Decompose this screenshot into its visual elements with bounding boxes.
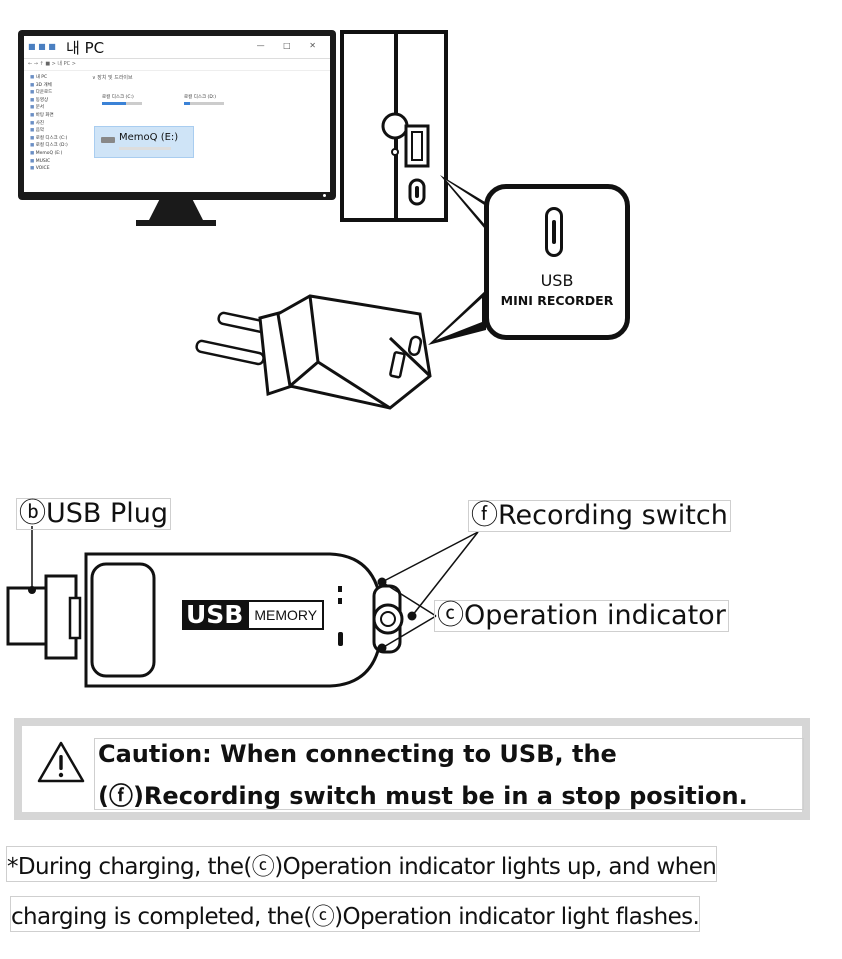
drive-c: 로컬 디스크 (C:) (102, 94, 142, 105)
wall-charger (195, 294, 432, 410)
callout-pointers (428, 175, 490, 345)
usb-mini-recorder-callout: USB MINI RECORDER (484, 184, 630, 340)
sidebar-item: 로컬 디스크 (C:) (30, 135, 88, 143)
sidebar-item: 바탕 화면 (30, 112, 88, 120)
leader-lines (31, 526, 479, 649)
memoq-drive: MemoQ (E:) (94, 126, 194, 158)
sidebar-item: 사진 (30, 120, 88, 128)
usb-memory-badge: USB MEMORY (182, 600, 325, 630)
drive-icon (101, 137, 115, 143)
warning-triangle-icon (37, 741, 85, 783)
badge-usb-text: USB (182, 600, 248, 630)
sidebar-item: 음악 (30, 127, 88, 135)
folder-icon: ■ ■ ■ (28, 42, 56, 51)
explorer-window: ■ ■ ■ 내 PC — □ ✕ ← → ↑ ■ > 내 PC > 내 PC 3… (24, 36, 330, 192)
callout-usb-label: USB (540, 271, 574, 290)
caution-line-1: Caution: When connecting to USB, the (98, 740, 617, 768)
recording-switch-label: ⓕRecording switch (468, 500, 731, 532)
sidebar-item: 문서 (30, 104, 88, 112)
nav-sidebar: 내 PC 3D 개체 다운로드 동영상 문서 바탕 화면 사진 음악 로컬 디스… (30, 74, 88, 173)
window-controls: — □ ✕ (256, 41, 324, 50)
charging-note-line-1: *During charging, the(ⓒ)Operation indica… (6, 846, 718, 882)
usb-plug-label: ⓑUSB Plug (16, 498, 172, 530)
sidebar-item: VOICE (30, 165, 88, 173)
power-led (323, 194, 326, 197)
explorer-titlebar: ■ ■ ■ 내 PC — □ ✕ (24, 36, 330, 59)
caution-inner-frame (94, 738, 804, 810)
explorer-title: 내 PC (66, 39, 105, 57)
callout-mini-recorder-label: MINI RECORDER (500, 293, 614, 308)
sidebar-item: MemoQ (E:) (30, 150, 88, 158)
badge-memory-text: MEMORY (247, 600, 325, 630)
caution-line-2: (ⓕ)Recording switch must be in a stop po… (98, 782, 748, 810)
tower-front-details (381, 112, 430, 206)
sidebar-item: 동영상 (30, 97, 88, 105)
devices-section-label: ∨ 장치 및 드라이브 (92, 75, 133, 81)
sidebar-item: MUSIC (30, 158, 88, 166)
monitor: ■ ■ ■ 내 PC — □ ✕ ← → ↑ ■ > 내 PC > 내 PC 3… (18, 30, 336, 200)
sidebar-item: 다운로드 (30, 89, 88, 97)
address-bar: ← → ↑ ■ > 내 PC > (24, 60, 330, 71)
drive-d: 로컬 디스크 (D:) (184, 94, 224, 105)
monitor-base (136, 220, 216, 226)
charging-note-line-2: charging is completed, the(ⓒ)Operation i… (10, 896, 701, 932)
caution-box: Caution: When connecting to USB, the (ⓕ)… (14, 718, 810, 820)
operation-indicator-label: ⓒOperation indicator (434, 600, 729, 632)
memoq-label: MemoQ (E:) (119, 132, 179, 143)
usb-port-icon (545, 207, 563, 257)
monitor-stand (148, 200, 204, 222)
sidebar-item: 내 PC (30, 74, 88, 82)
sidebar-item: 3D 개체 (30, 82, 88, 90)
sidebar-item: 로컬 디스크 (D:) (30, 142, 88, 150)
